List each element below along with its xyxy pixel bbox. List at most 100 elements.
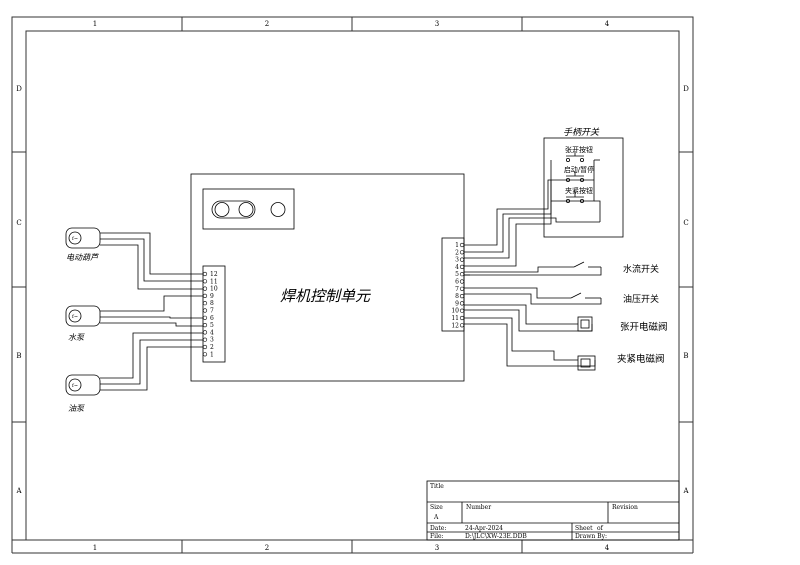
control-unit — [190, 173, 465, 382]
right-pin-label: 6 — [455, 279, 459, 286]
zone-col-bottom-2: 2 — [265, 544, 269, 552]
water-pump-symbol: f~ — [72, 314, 78, 320]
open-valve-label: 张开电磁阀 — [620, 321, 668, 333]
motor-water-pump-icon — [65, 305, 101, 327]
right-pin-label: 12 — [451, 322, 459, 329]
indicator-lamp-1 — [214, 202, 230, 217]
left-pin-8 — [202, 301, 208, 306]
right-pin-12 — [459, 323, 465, 328]
right-pin-1 — [459, 242, 465, 248]
revision-label: Revision — [612, 504, 638, 511]
right-connector — [441, 237, 465, 332]
left-wiring — [100, 232, 203, 391]
right-pin-4 — [459, 264, 465, 270]
zone-labels: 1 2 3 4 1 2 3 4 D C B A D C B A — [15, 20, 689, 552]
button-clamp-label: 夹紧按钮 — [565, 186, 593, 195]
left-pin-label: 2 — [210, 344, 214, 351]
date-value: 24-Apr-2024 — [465, 525, 503, 532]
zone-col-top-3: 3 — [435, 20, 439, 28]
zone-row-left-a: A — [15, 487, 22, 495]
drawn-by-label: Drawn By: — [575, 533, 607, 540]
left-pin-label: 12 — [210, 271, 218, 278]
right-pin-label: 9 — [455, 300, 459, 307]
left-pin-4 — [202, 330, 208, 335]
motor-hoist-icon — [65, 227, 101, 249]
left-pin-3 — [202, 337, 208, 342]
hoist-label: 电动葫芦 — [66, 253, 100, 262]
right-pin-label: 4 — [455, 264, 459, 271]
zone-row-right-d: D — [683, 85, 689, 93]
zone-row-right-c: C — [683, 219, 688, 227]
right-pin-label: 3 — [455, 257, 459, 264]
oil-pump-label: 油泵 — [68, 404, 85, 413]
left-pin-2 — [202, 344, 208, 350]
left-pin-10 — [202, 286, 208, 291]
right-pin-10 — [459, 308, 465, 313]
zone-row-left-c: C — [16, 219, 21, 227]
control-unit-title: 焊机控制单元 — [280, 287, 371, 305]
left-pin-label: 9 — [210, 293, 214, 300]
right-pin-label: 2 — [455, 249, 459, 256]
zone-col-bottom-1: 1 — [93, 544, 97, 552]
right-pin-label: 11 — [451, 315, 459, 322]
left-pin-label: 10 — [210, 286, 218, 293]
right-pin-label: 8 — [455, 293, 459, 300]
title-label: Title — [430, 483, 444, 490]
right-pin-5 — [459, 272, 465, 277]
number-label: Number — [466, 504, 491, 511]
of-label: of — [597, 525, 604, 532]
indicator-lamp-3 — [270, 202, 286, 217]
zone-row-left-d: D — [16, 85, 22, 93]
left-pin-label: 11 — [210, 278, 218, 285]
device-oil-pump: f~ 油泵 — [65, 374, 101, 413]
valve-clamp-icon — [577, 355, 596, 371]
left-pin-5 — [202, 323, 208, 328]
oil-switch-label: 油压开关 — [623, 293, 659, 305]
left-pin-label: 5 — [210, 322, 214, 329]
right-pin-label: 5 — [455, 271, 459, 278]
right-wiring — [464, 179, 602, 367]
size-label: Size — [430, 504, 443, 511]
right-pin-2 — [459, 250, 465, 255]
right-pin-7 — [459, 286, 465, 291]
zone-col-top-4: 4 — [605, 20, 610, 28]
left-connector — [202, 265, 226, 363]
left-pin-label: 7 — [210, 308, 214, 315]
right-pin-6 — [459, 279, 465, 284]
button-start-label: 启动/暂停 — [564, 165, 594, 174]
left-pin-12 — [202, 271, 208, 277]
zone-col-bottom-4: 4 — [605, 544, 610, 552]
title-block-text: Title Size A Number Revision Date: 24-Ap… — [430, 483, 638, 540]
left-pin-label: 3 — [210, 337, 214, 344]
left-pin-11 — [202, 279, 208, 284]
left-pin-label: 1 — [210, 351, 214, 358]
push-button-clamp-icon — [566, 192, 585, 203]
device-hoist: f~ 电动葫芦 — [65, 227, 101, 262]
water-pump-label: 水泵 — [68, 333, 85, 342]
button-open-label: 张开按钮 — [565, 145, 593, 154]
zone-row-left-b: B — [16, 352, 21, 360]
valve-open-icon — [577, 316, 593, 332]
left-pin-label: 6 — [210, 315, 214, 322]
right-pin-11 — [459, 315, 465, 321]
water-switch-label: 水流开关 — [623, 263, 659, 275]
zone-col-top-2: 2 — [265, 20, 269, 28]
handle-switch-title: 手柄开关 — [563, 127, 600, 138]
zone-row-right-a: A — [682, 487, 689, 495]
left-pin-1 — [202, 352, 208, 357]
file-label: File: — [430, 533, 444, 540]
push-button-start-icon — [566, 171, 585, 182]
left-pin-9 — [202, 293, 208, 299]
hoist-symbol: f~ — [72, 236, 78, 242]
push-button-open-icon — [566, 151, 585, 162]
right-pin-label: 10 — [451, 308, 459, 315]
date-label: Date: — [430, 525, 446, 532]
oil-pump-symbol: f~ — [72, 383, 78, 389]
left-pin-label: 4 — [210, 329, 214, 336]
file-value: D:\JLC\XW-23E.DDB — [465, 533, 527, 540]
clamp-valve-label: 夹紧电磁阀 — [617, 353, 665, 365]
zone-col-bottom-3: 3 — [435, 544, 439, 552]
